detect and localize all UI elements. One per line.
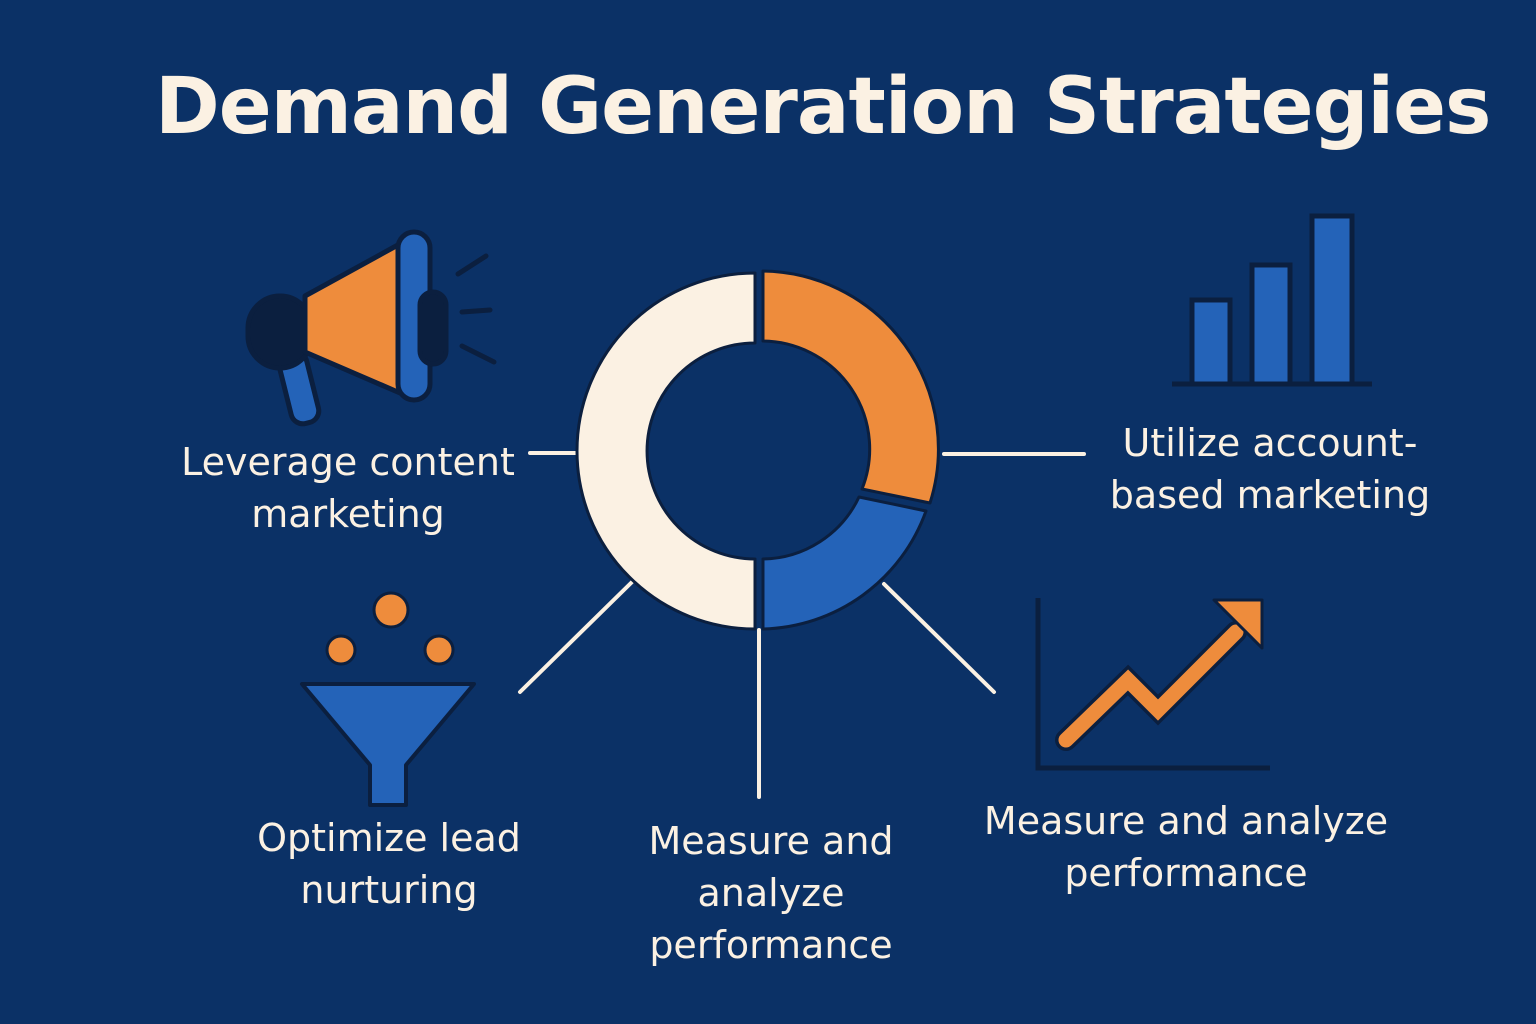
ring-segment-orange <box>761 269 940 505</box>
label-line: performance <box>649 923 893 967</box>
label-line: marketing <box>251 492 445 536</box>
strategy-label-measure-performance-right: Measure and analyze performance <box>966 795 1406 899</box>
label-line: analyze <box>697 871 845 915</box>
label-line: nurturing <box>300 868 478 912</box>
strategy-label-account-based-marketing: Utilize account- based marketing <box>1092 417 1448 521</box>
bar-chart-icon <box>1172 213 1372 387</box>
label-line: Measure and analyze <box>983 799 1389 843</box>
funnel-drop <box>325 634 357 666</box>
ring-segment-blue <box>761 495 928 631</box>
label-line: Leverage content <box>181 440 515 484</box>
connector-lead <box>518 580 634 694</box>
strategy-label-measure-performance-center: Measure and analyze performance <box>628 815 914 971</box>
connector-lines <box>518 451 1086 799</box>
donut-ring <box>575 269 940 631</box>
strategy-label-content-marketing: Leverage content marketing <box>168 436 528 540</box>
label-line: Optimize lead <box>257 816 521 860</box>
strategy-label-lead-nurturing: Optimize lead nurturing <box>238 812 540 916</box>
ring-segment-cream <box>575 271 757 631</box>
funnel-icon <box>300 591 476 807</box>
funnel-drop <box>372 591 410 629</box>
connector-measure-right <box>882 582 996 694</box>
page-title: Demand Generation Strategies <box>155 62 1491 152</box>
label-line: Utilize account- <box>1122 421 1418 465</box>
megaphone-icon <box>245 229 497 427</box>
funnel-drop <box>423 634 455 666</box>
trend-arrow-icon <box>1035 598 1270 771</box>
label-line: Measure and <box>648 819 894 863</box>
label-line: performance <box>1064 851 1308 895</box>
label-line: based marketing <box>1109 473 1431 517</box>
